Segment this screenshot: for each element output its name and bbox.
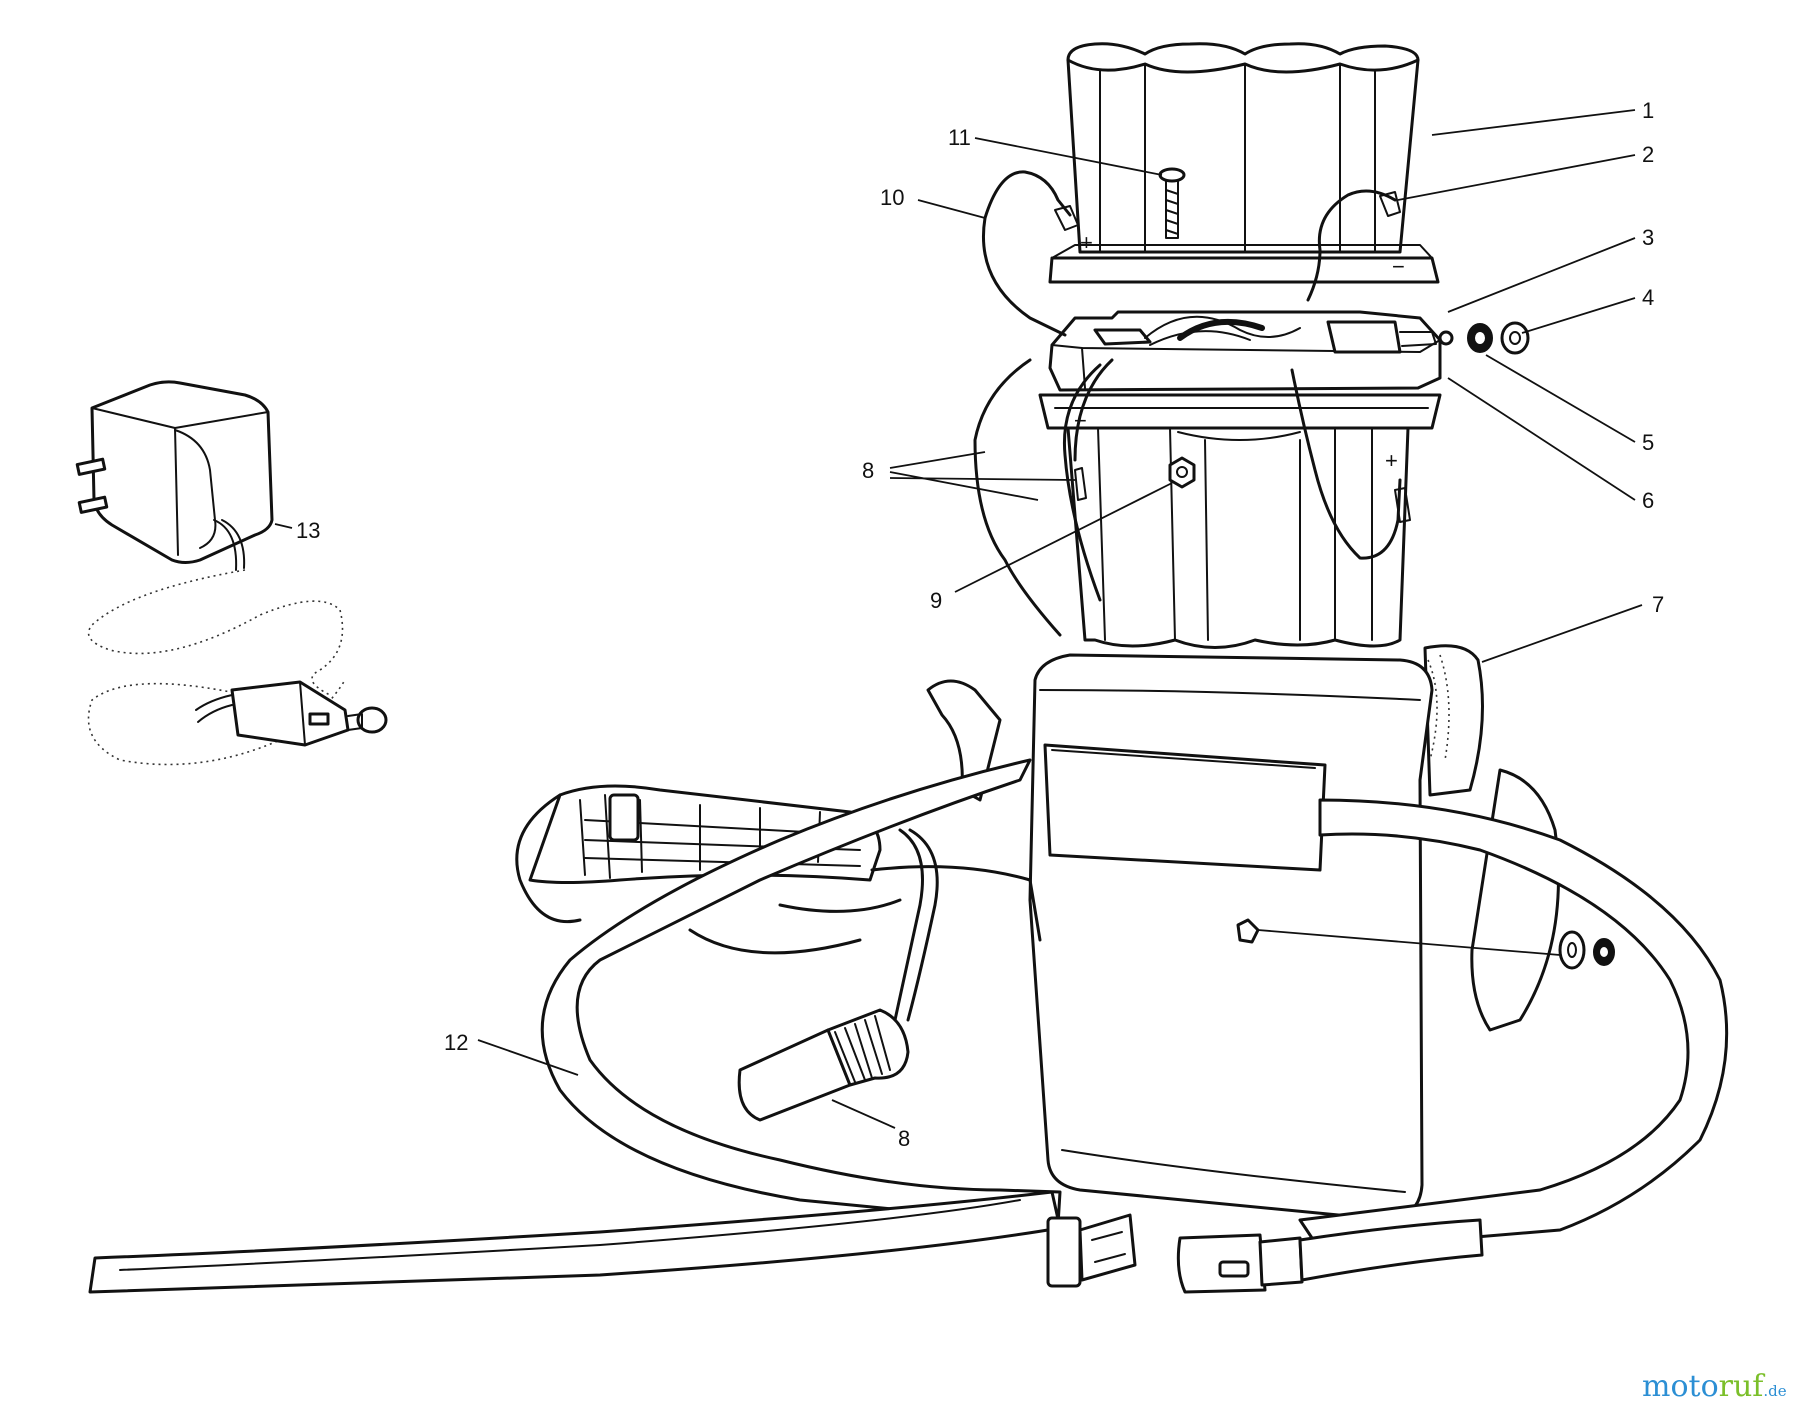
callout-10: 10 [880, 185, 904, 210]
minus-marking-upper: − [1392, 254, 1405, 279]
upper-battery-cells [1048, 42, 1440, 284]
shoulder-strap-back [515, 679, 1042, 955]
callout-7: 7 [1652, 592, 1664, 617]
wall-charger [75, 380, 274, 571]
watermark: motoruf.de [1642, 1369, 1787, 1404]
callout-13: 13 [296, 518, 320, 543]
plus-marking-upper: + [1080, 230, 1093, 255]
callout-6: 6 [1642, 488, 1654, 513]
callout-8: 8 [862, 458, 874, 483]
wire-harness [973, 170, 1411, 637]
callout-9: 9 [930, 588, 942, 613]
callout-4: 4 [1642, 285, 1654, 310]
plus-marking-lower: + [1385, 448, 1398, 473]
callout-11: 11 [948, 125, 971, 150]
watermark-part1: moto [1642, 1369, 1719, 1404]
callout-5: 5 [1642, 430, 1654, 455]
watermark-suffix: .de [1763, 1382, 1786, 1400]
callout-1: 1 [1642, 98, 1654, 123]
car-lighter-adapter [87, 569, 388, 766]
callout-2: 2 [1642, 142, 1654, 167]
washers [1467, 321, 1530, 355]
callout-3: 3 [1642, 225, 1654, 250]
terminal-housing [1048, 310, 1454, 392]
waist-belt [88, 758, 1729, 1294]
lighter-plug [737, 828, 939, 1122]
hex-nut [1168, 456, 1196, 489]
lower-battery-cells [1038, 393, 1442, 649]
leader-lines [274, 109, 1643, 1129]
callout-12: 12 [444, 1030, 468, 1055]
battery-bag [1028, 644, 1615, 1222]
callout-8-plug: 8 [898, 1126, 910, 1151]
watermark-part2: ruf [1719, 1369, 1766, 1404]
